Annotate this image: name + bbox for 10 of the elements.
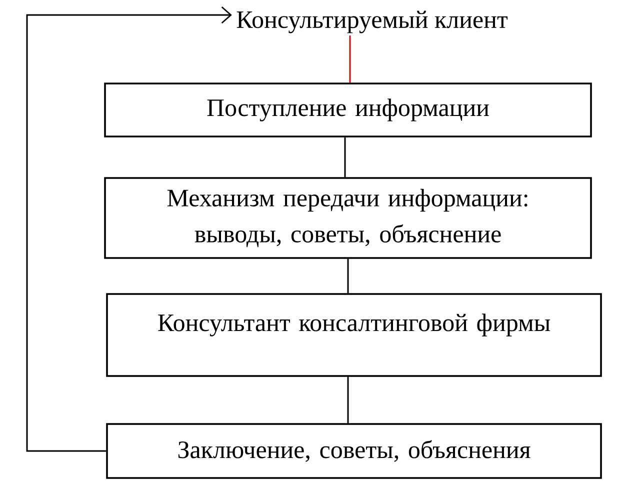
process-box: Консультант консалтинговой фирмы xyxy=(106,293,602,377)
process-box: Механизм передачи информации: выводы, советы, объяснение xyxy=(104,177,592,259)
connector-line xyxy=(347,376,349,424)
node-label: Консультируемый клиент xyxy=(236,10,508,34)
connector-line xyxy=(344,137,346,178)
process-box: Заключение, советы, объяснения xyxy=(106,423,602,479)
feedback-arrow xyxy=(26,6,232,452)
connector-line xyxy=(349,35,351,83)
process-box: Поступление информации xyxy=(104,82,592,138)
connector-line xyxy=(347,258,349,294)
